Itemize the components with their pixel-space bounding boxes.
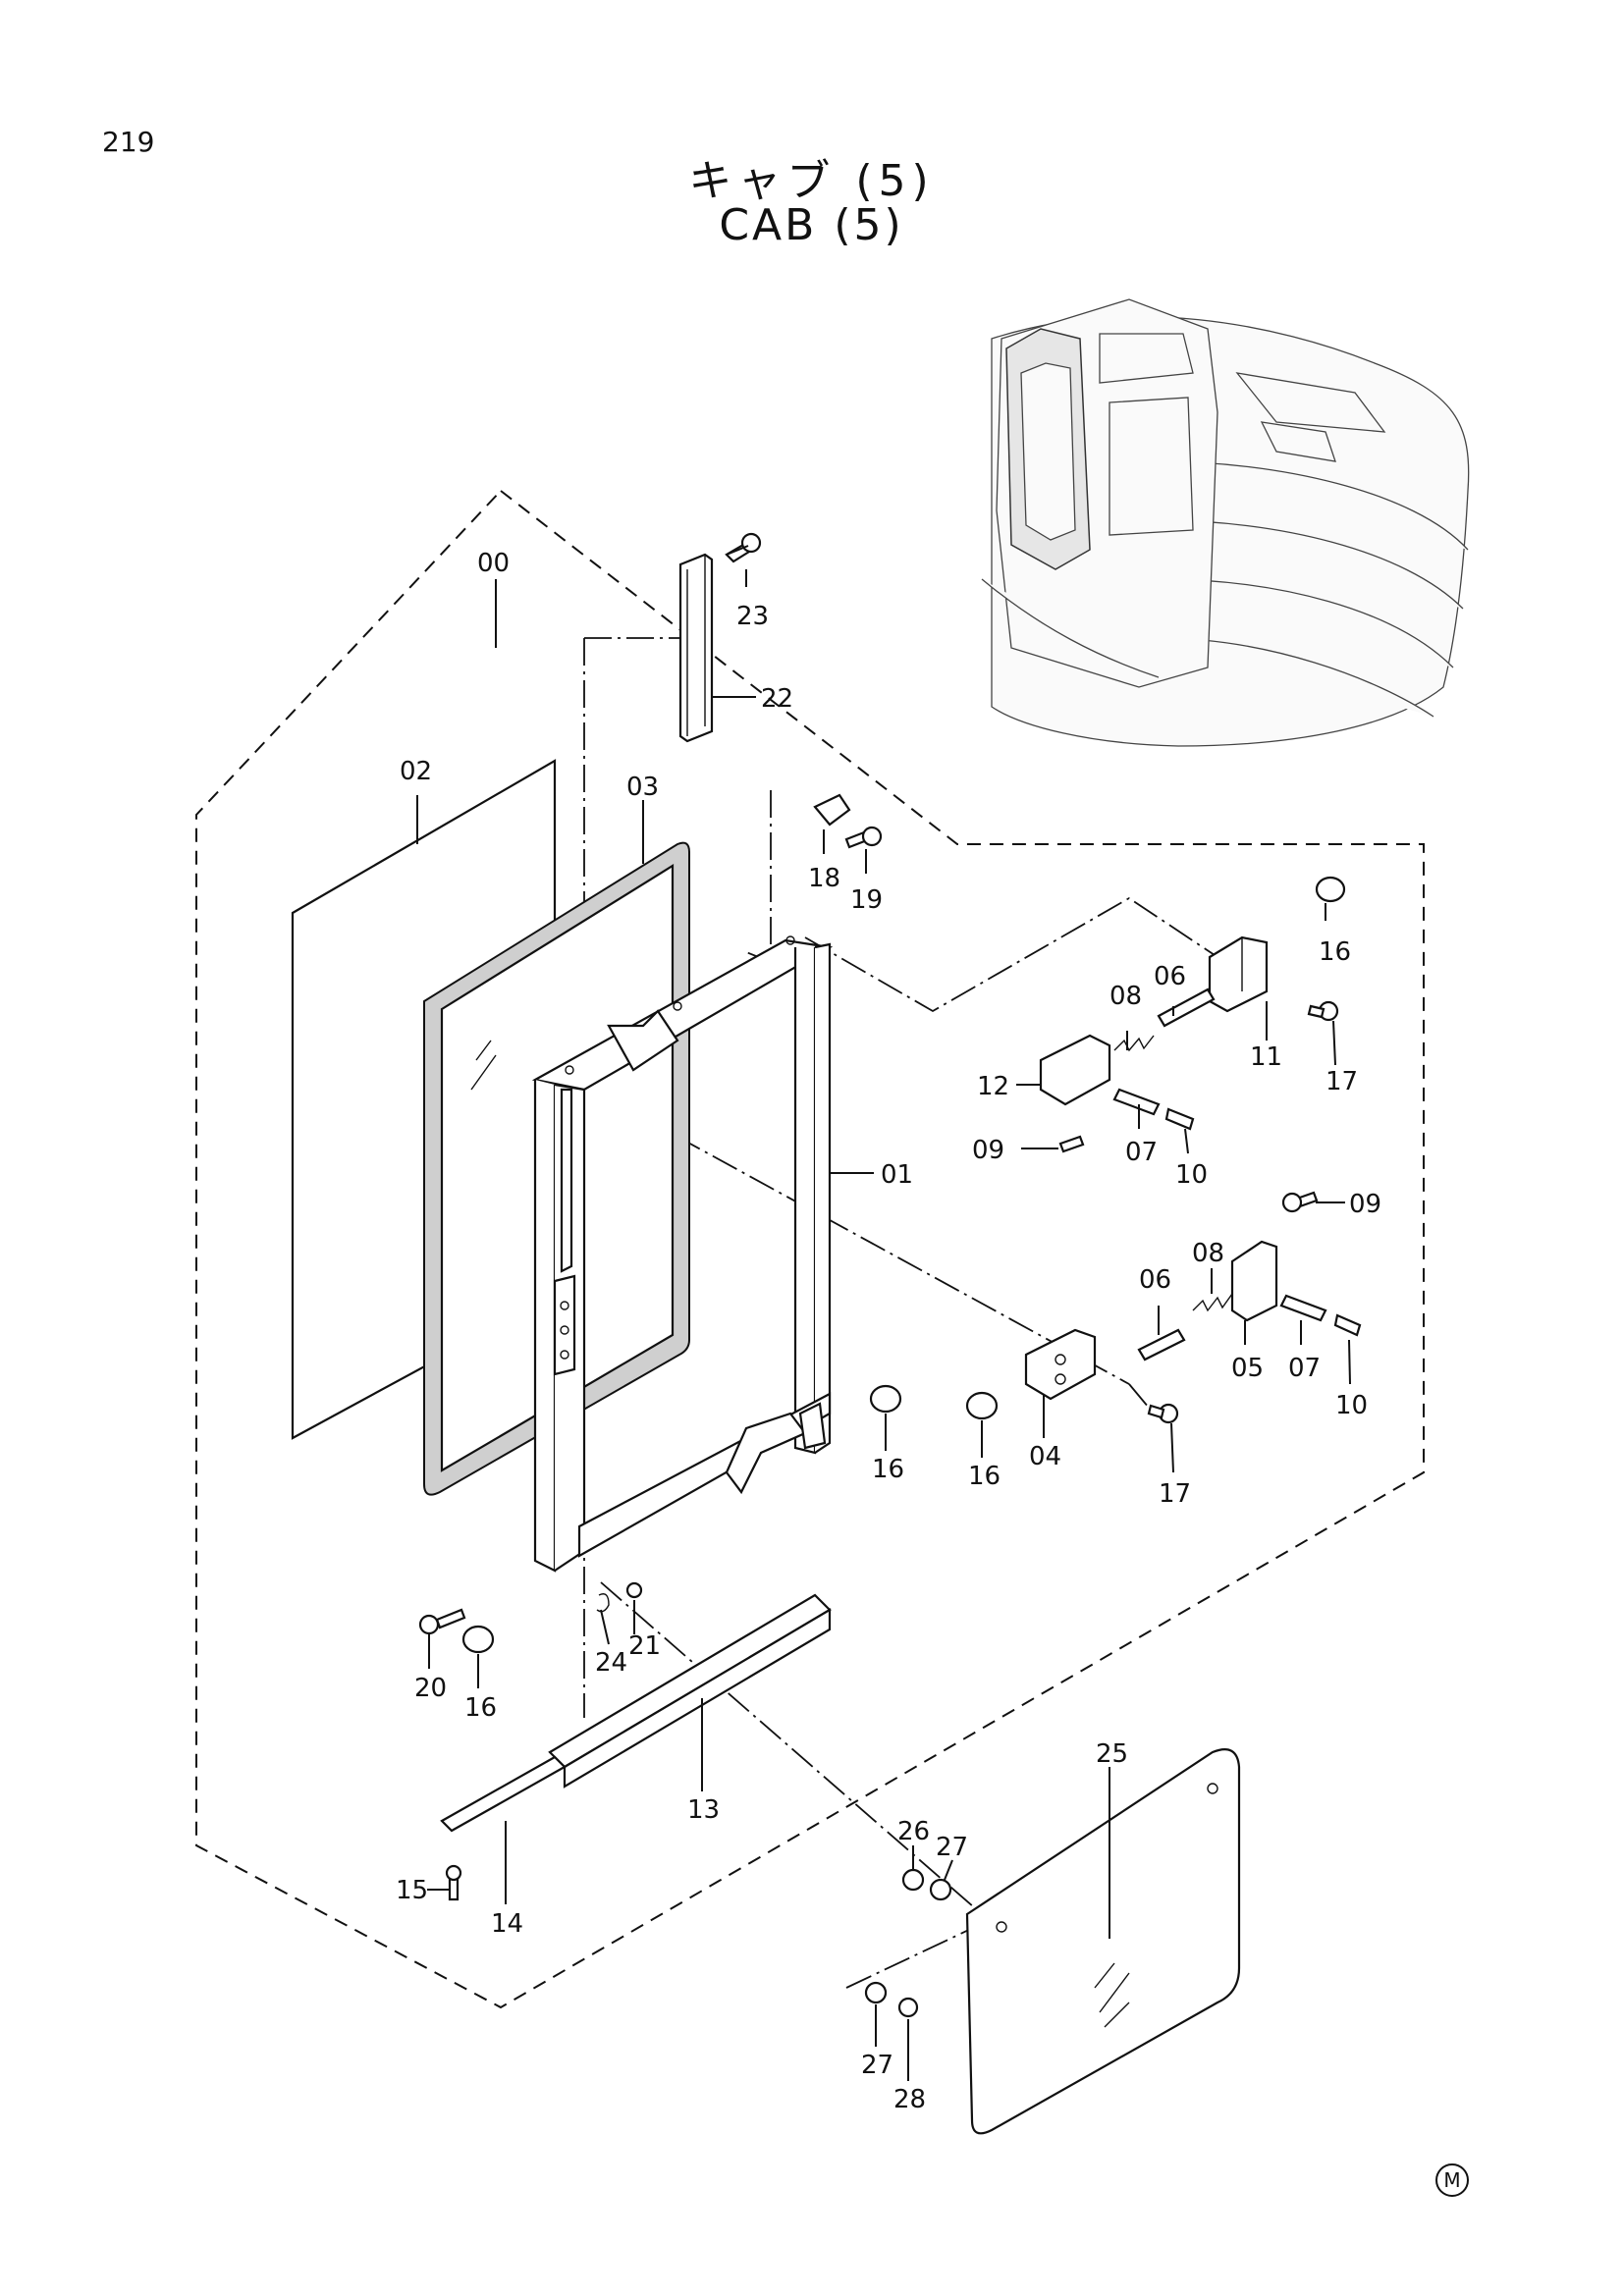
- part-26-grommet: [901, 1868, 925, 1892]
- callout-08-lower: 08: [1192, 1239, 1224, 1268]
- part-21-nut: [625, 1581, 643, 1599]
- part-04-hinge-base: [1024, 1328, 1097, 1401]
- callout-01: 01: [881, 1160, 913, 1190]
- part-13-rail: [548, 1593, 832, 1789]
- part-15-screw: [445, 1864, 462, 1901]
- page-title-english: CAB (5): [719, 200, 904, 250]
- part-14-strip: [440, 1755, 567, 1833]
- callout-03: 03: [626, 773, 659, 802]
- callout-16-bottom: 16: [464, 1693, 497, 1723]
- assembly-boundary: [195, 489, 1425, 2009]
- part-28-bolt: [897, 1997, 919, 2018]
- callout-11: 11: [1250, 1042, 1282, 1072]
- callout-17-lower: 17: [1159, 1479, 1191, 1509]
- callout-06-lower: 06: [1139, 1265, 1171, 1295]
- callout-27-top: 27: [936, 1833, 968, 1862]
- part-22-channel: [678, 553, 714, 743]
- callout-09-right: 09: [1349, 1190, 1381, 1219]
- callout-18: 18: [808, 864, 840, 893]
- callout-20: 20: [414, 1674, 447, 1703]
- part-06-pins: [1137, 988, 1216, 1362]
- page-title-japanese: キャブ (5): [688, 156, 935, 206]
- callout-28: 28: [893, 2085, 926, 2114]
- callout-24: 24: [595, 1648, 627, 1678]
- callout-04: 04: [1029, 1442, 1061, 1471]
- callout-21: 21: [628, 1631, 661, 1661]
- part-12-hinge-bracket: [1039, 1034, 1111, 1106]
- callout-26: 26: [897, 1817, 930, 1846]
- part-07-pins: [1112, 1088, 1327, 1322]
- part-08-springs: [1113, 1035, 1233, 1312]
- callout-17-upper: 17: [1325, 1067, 1358, 1096]
- callout-23: 23: [736, 602, 769, 631]
- part-11-hinge-bracket: [1208, 935, 1269, 1013]
- part-18-clip: [813, 793, 851, 827]
- callout-14: 14: [491, 1909, 523, 1939]
- page-number: 219: [102, 126, 155, 158]
- callout-10-lower: 10: [1335, 1391, 1368, 1420]
- excavator-locator-view: [981, 298, 1470, 747]
- callout-07-lower: 07: [1288, 1354, 1321, 1383]
- callout-10-upper: 10: [1175, 1160, 1208, 1190]
- part-25-glass-panel: [965, 1748, 1241, 2135]
- part-24-washer: [596, 1593, 610, 1613]
- callout-25: 25: [1096, 1739, 1128, 1769]
- part-27-washers: [864, 1878, 952, 2004]
- callout-08-upper: 08: [1109, 982, 1142, 1011]
- callout-02: 02: [400, 757, 432, 786]
- callout-labels: 00 23 22 02 03 18 19 16 08 06 11 17 12 0…: [396, 549, 1381, 2114]
- leader-lines: [416, 545, 1351, 2081]
- callout-15: 15: [396, 1876, 428, 1905]
- part-10-caps: [1164, 1107, 1362, 1337]
- corner-mark-symbol: M: [1435, 2163, 1469, 2197]
- callout-12: 12: [977, 1072, 1009, 1101]
- callout-16-hinge: 16: [968, 1462, 1001, 1491]
- part-17-bolts: [1147, 1000, 1339, 1424]
- callout-06-upper: 06: [1154, 962, 1186, 991]
- part-16-bushings: [461, 876, 1346, 1654]
- part-19-bolt: [844, 826, 883, 849]
- callout-00: 00: [477, 549, 510, 578]
- callout-22: 22: [761, 684, 793, 714]
- callout-13: 13: [687, 1795, 720, 1825]
- callout-27-bottom: 27: [861, 2051, 893, 2080]
- callout-07-upper: 07: [1125, 1138, 1158, 1167]
- callout-16-top: 16: [1319, 937, 1351, 967]
- part-09-bolts: [1058, 1135, 1319, 1213]
- part-01-frame: [531, 935, 834, 1573]
- callout-19: 19: [850, 885, 883, 915]
- part-20-bolt: [418, 1608, 466, 1635]
- part-05-hinge-bracket: [1230, 1240, 1278, 1322]
- callout-16-frame: 16: [872, 1455, 904, 1484]
- callout-09-left: 09: [972, 1136, 1004, 1165]
- callout-05: 05: [1231, 1354, 1264, 1383]
